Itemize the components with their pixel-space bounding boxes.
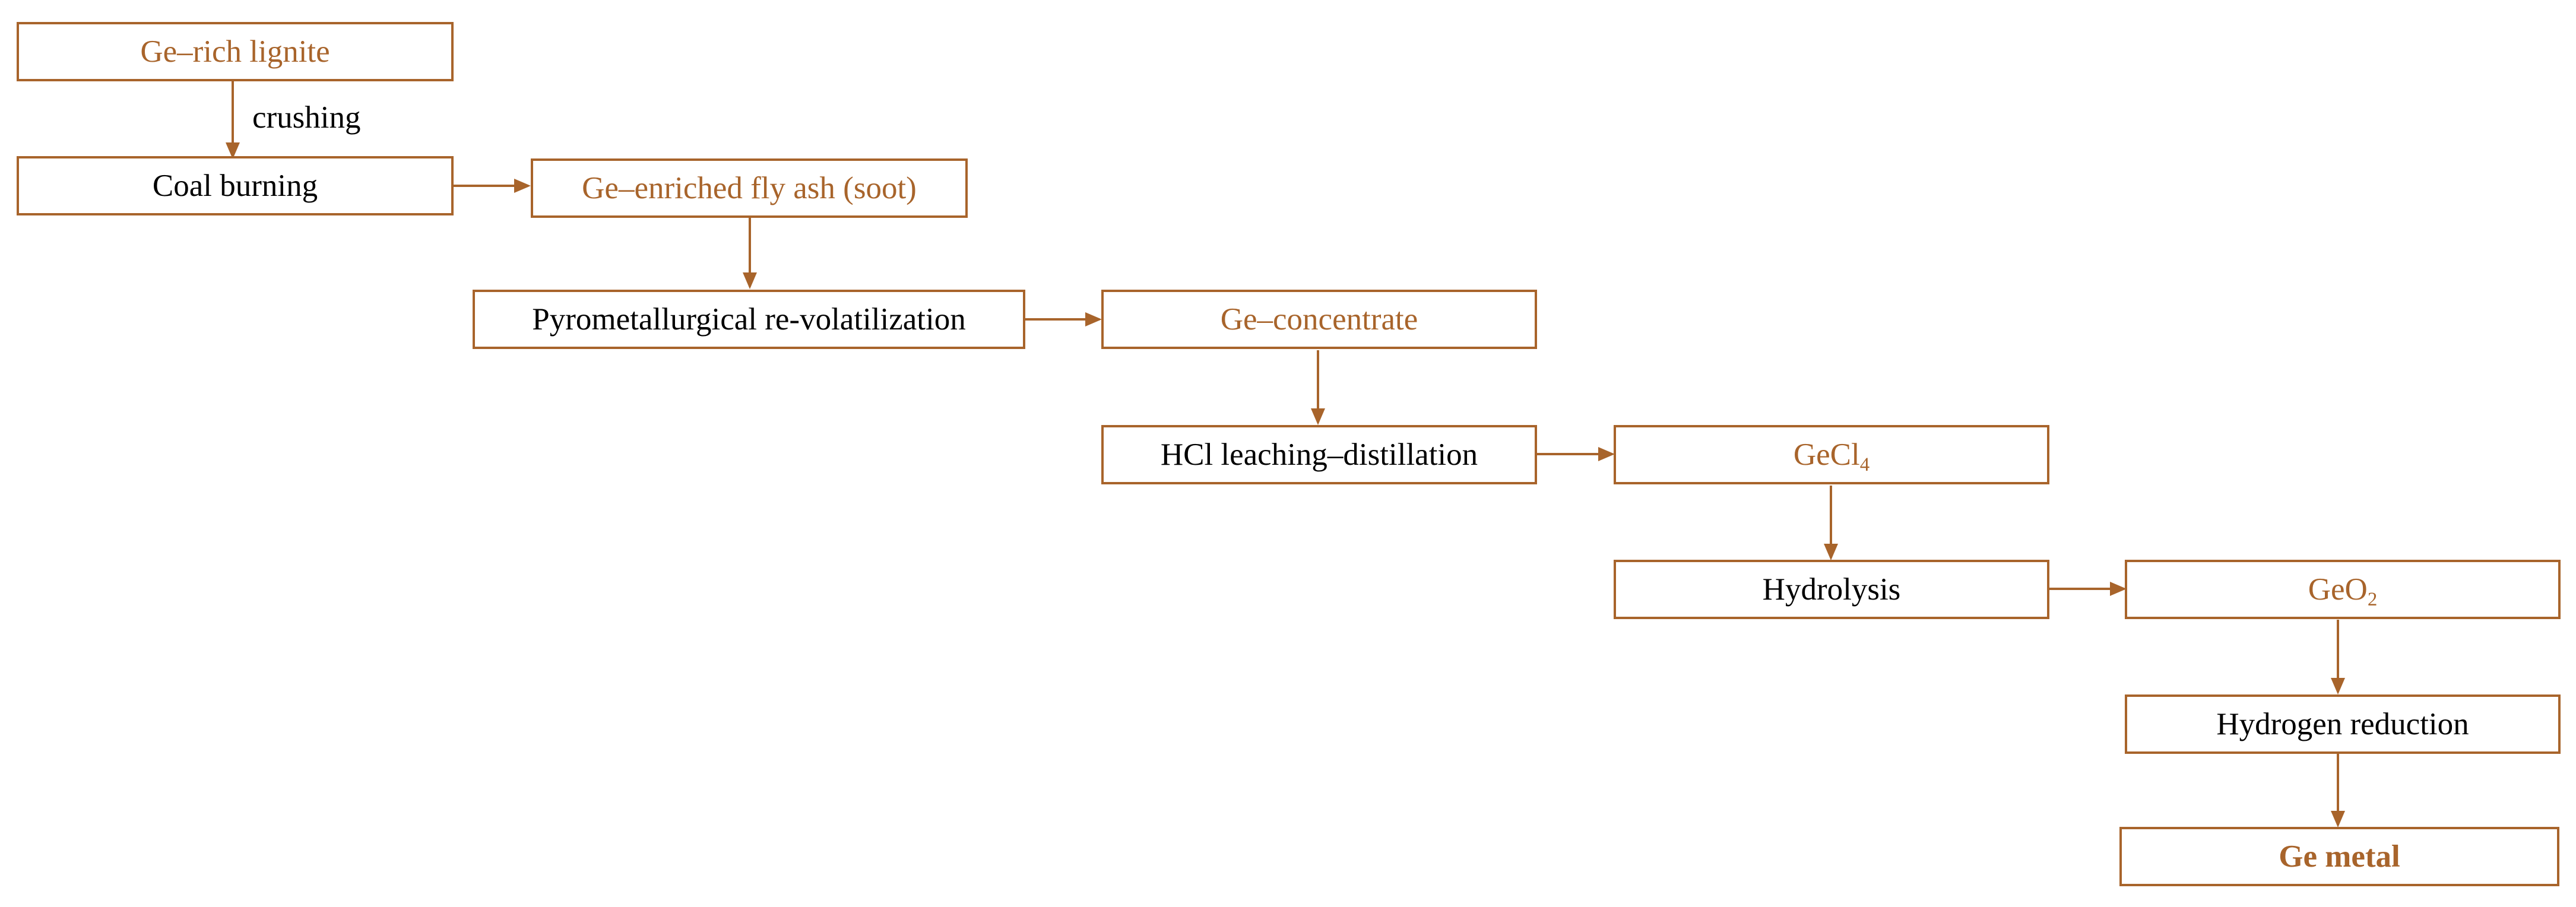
arrowhead <box>2331 811 2345 827</box>
node-ge-concentrate: Ge–concentrate <box>1101 290 1537 349</box>
node-ge-enriched-fly-ash: Ge–enriched fly ash (soot) <box>531 158 968 218</box>
node-hydrolysis: Hydrolysis <box>1614 560 2049 619</box>
edge-label-crushing: crushing <box>252 100 361 135</box>
node-ge-metal: Ge metal <box>2119 827 2559 886</box>
formula-subscript: 4 <box>1859 454 1870 475</box>
formula-base: GeO <box>2308 572 2368 607</box>
node-label: Ge–concentrate <box>1220 302 1418 337</box>
arrowhead <box>514 179 531 193</box>
arrowhead <box>743 272 757 289</box>
formula-base: GeCl <box>1793 437 1860 472</box>
node-label: Hydrogen reduction <box>2216 706 2469 741</box>
formula-subscript: 2 <box>2367 588 2378 610</box>
arrowhead <box>1598 447 1615 461</box>
arrowhead <box>226 142 240 159</box>
node-label: GeCl4 <box>1793 437 1870 474</box>
arrowhead <box>1311 408 1325 425</box>
node-label: Coal burning <box>152 168 318 203</box>
node-label: Pyrometallurgical re-volatilization <box>532 302 966 337</box>
node-pyrometallurgical-re-volatilization: Pyrometallurgical re-volatilization <box>473 290 1025 349</box>
arrowhead <box>2110 582 2127 596</box>
node-label: Ge–enriched fly ash (soot) <box>582 170 917 205</box>
node-label: Ge metal <box>2279 839 2400 874</box>
arrowhead <box>1824 544 1838 560</box>
arrowhead <box>1085 312 1102 326</box>
node-gecl4: GeCl4 <box>1614 425 2049 484</box>
node-label: GeO2 <box>2308 572 2378 609</box>
node-label: Hydrolysis <box>1762 572 1901 607</box>
node-coal-burning: Coal burning <box>17 156 454 215</box>
arrowhead <box>2331 678 2345 694</box>
node-geo2: GeO2 <box>2125 560 2561 619</box>
node-label: HCl leaching–distillation <box>1160 437 1478 472</box>
node-label: Ge–rich lignite <box>140 34 330 69</box>
node-ge-rich-lignite: Ge–rich lignite <box>17 22 454 81</box>
node-hydrogen-reduction: Hydrogen reduction <box>2125 694 2561 754</box>
node-hcl-leaching-distillation: HCl leaching–distillation <box>1101 425 1537 484</box>
